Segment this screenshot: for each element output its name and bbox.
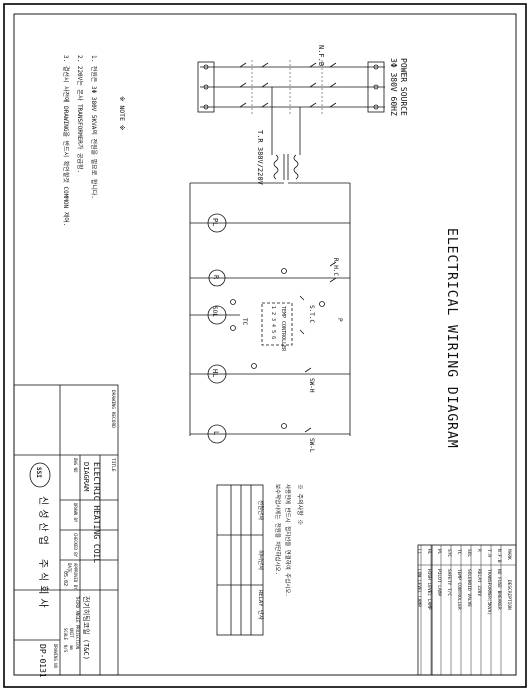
terminal-header-3: RELAY 단자	[257, 590, 265, 620]
sw-l-tag: SW-L	[308, 438, 315, 453]
rungs	[190, 222, 350, 435]
tb-drawn-label: DRAWN BY	[73, 503, 78, 523]
tb-title: ELECTRIC HEATING COIL	[92, 462, 101, 563]
tb-maker-name: 신성산업 주식회사	[37, 496, 50, 612]
junction-dot	[281, 268, 287, 274]
company-logo: SSI	[29, 462, 51, 488]
tb-scale: N/S	[63, 645, 68, 653]
legend-row-desc: SOLENOID VALVE	[466, 569, 472, 607]
pl-tag: PL	[211, 218, 219, 226]
terminal-box	[216, 484, 264, 636]
tb-dwg-no-label: DWG NO	[73, 458, 78, 473]
note-line-1: 1. 전원은 3Φ 380V 5KVA의 전원을 필요로 합니다.	[90, 55, 98, 199]
sw-h-contact	[304, 367, 312, 373]
tb-drawing-no: DP-0131	[38, 644, 47, 678]
legend-row-mark: T.R	[486, 549, 492, 557]
legend-row-mark: SOL	[466, 549, 472, 557]
tb-date: '05.02	[62, 568, 68, 586]
solenoid-symbol	[207, 305, 227, 325]
tb-approved-label: APPROVED BY	[73, 563, 78, 590]
transformer-label: T.R 380V/220V	[256, 130, 264, 186]
caution-line-2: 보수작업시에는 전원을 차단하십시오.	[274, 484, 282, 575]
legend-row-desc: SAFETY T/C	[446, 569, 452, 596]
nfb-label: N.F.B	[317, 45, 325, 66]
tb-product-name: 전기히팅코일 (T&C)	[82, 596, 91, 660]
three-phase-lines	[197, 61, 385, 113]
legend-row-mark: HL	[426, 549, 432, 555]
title-block	[13, 384, 119, 676]
legend-row-mark: TC	[456, 549, 462, 555]
power-spec-label: 3Φ 380V 60HZ	[389, 58, 398, 116]
f-tag: P	[336, 318, 343, 322]
legend-header-desc: DESCRIPTION	[506, 580, 512, 610]
breaker-contacts	[239, 60, 337, 114]
legend-header-mark: MARK	[506, 549, 512, 560]
hl-tag: HL	[211, 369, 219, 377]
legend-row-desc: PILOT LAMP	[436, 569, 442, 596]
legend-row-desc: LOW LEVEL LAMP	[416, 569, 422, 607]
tb-date-label: DATE	[67, 563, 72, 573]
sol-tag: SOL	[211, 306, 218, 317]
legend-table	[417, 544, 517, 676]
legend-row-mark: N.F.B	[496, 549, 502, 563]
legend-row-desc: TEMP CONTROLLER	[456, 569, 462, 610]
inner-border	[13, 13, 517, 676]
note-heading: ※ NOTE ※	[118, 96, 126, 131]
note-line-3: 3. 결선시 사전에 DRAWING을 반드시 확인할것 COMMON 제어.	[62, 55, 70, 226]
r-contact	[329, 261, 337, 283]
tb-subtitle: DIAGRAM	[82, 462, 90, 492]
outer-border	[3, 3, 527, 688]
terminal-header-2: 히터단자	[257, 550, 265, 570]
tb-third-angle: THIRD ANGLE PROJECTION	[75, 596, 80, 650]
legend-row-desc: HIGH LEVEL LAMP	[426, 569, 432, 610]
tb-unit: mm	[69, 645, 74, 650]
low-level-lamp-symbol	[207, 424, 227, 444]
l-tag: L	[212, 431, 220, 435]
sw-h-tag: SW-H	[308, 378, 315, 393]
terminal-header-1: 전원단자	[257, 500, 265, 520]
r-tag: R	[212, 275, 220, 280]
temp-controller-box	[261, 302, 293, 346]
legend-row-mark: STC	[446, 549, 452, 557]
relay-coil-symbol	[208, 269, 226, 287]
tb-drawing-no-label: DRAWING NO	[53, 644, 58, 669]
diagram-body: ELECTRICAL WIRING DIAGRAM POWER SOURCE 3…	[13, 45, 517, 678]
pilot-lamp-symbol	[207, 213, 227, 233]
legend-rows: MARK DESCRIPTION N.F.B NO FUSE BREAKER T.R TR…	[416, 545, 512, 675]
legend-row-mark: PL	[436, 549, 442, 555]
tb-title-label: TITLE	[110, 458, 116, 472]
tc-tag: TC	[241, 318, 248, 326]
controller-label: TEMP CONTROLLER	[280, 306, 286, 352]
tb-checked-label: CHECKED BY	[73, 533, 78, 558]
legend-row-desc: TRANSFORMER(5KVA)	[486, 569, 492, 615]
controller-pins: 1 2 3 4 5 6	[270, 306, 276, 339]
tb-unit-label: UNIT	[69, 628, 74, 638]
diagram-title: ELECTRICAL WIRING DIAGRAM	[444, 228, 459, 449]
tb-scale-label: SCALE	[63, 628, 68, 641]
stc-tag: S.T.C	[308, 305, 315, 323]
legend-row-desc: NO FUSE BREAKER	[496, 569, 502, 610]
legend-row-mark: LL	[416, 549, 422, 555]
transformer-symbol	[273, 154, 299, 180]
legend-row-mark: R	[476, 549, 482, 552]
caution-line-1: 사용전에 반드시 접지선을 연결하여 주십시오.	[284, 484, 292, 597]
high-level-lamp-symbol	[207, 364, 227, 384]
tb-drawing-record: DRAWING RECORD	[110, 390, 116, 428]
r-contact-tag: R.H.C	[332, 258, 339, 276]
sw-l-contact	[304, 427, 312, 433]
legend-row-desc: RELAY 220V	[476, 569, 482, 596]
logo-text: SSI	[35, 467, 42, 478]
caution-heading: ※ 주의사항 ※	[296, 484, 304, 525]
note-line-2: 2. 220V는 본사 TRANSFORMER가 공급함.	[76, 55, 84, 173]
power-source-label: POWER SOURCE	[399, 58, 408, 116]
